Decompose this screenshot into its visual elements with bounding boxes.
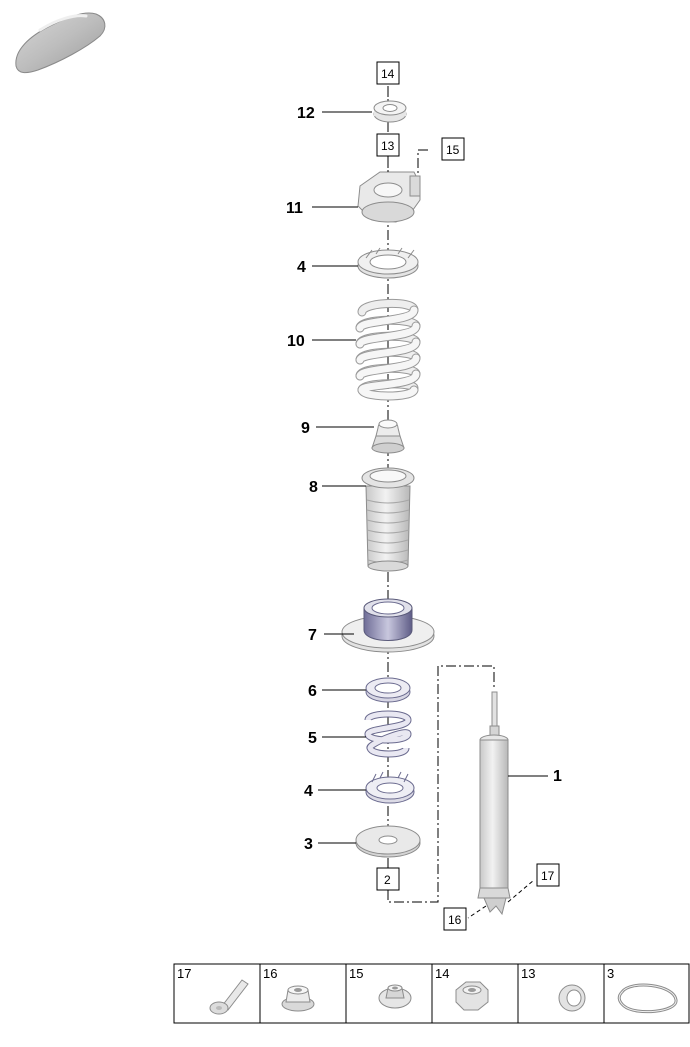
- ring-icon: [558, 984, 586, 1012]
- hex-nut-icon: [455, 981, 489, 1011]
- callout-11: 11: [286, 200, 303, 217]
- part-1-shock-absorber: [477, 691, 511, 916]
- part-3-washer: [355, 825, 421, 858]
- callout-7: 7: [308, 627, 317, 644]
- bolt-icon: [209, 979, 249, 1015]
- parts-table: 17 16 15 14 13 3: [173, 963, 690, 1024]
- car-silhouette-icon: [15, 12, 106, 74]
- table-cell-number: 15: [349, 966, 363, 981]
- leader-lines: [312, 111, 548, 844]
- boxed-ref-14: 14: [381, 67, 395, 81]
- callout-labels: 1 3 4 4 5 6 7 8 9 10 11 12: [286, 105, 562, 853]
- table-cell-number: 14: [435, 966, 449, 981]
- part-9-bump-stop: [371, 419, 405, 454]
- table-cell-number: 3: [607, 966, 614, 981]
- part-4-upper-spring-seat: [357, 247, 419, 279]
- callout-12: 12: [297, 105, 315, 122]
- retaining-ring-icon: [617, 983, 678, 1014]
- washer-nut-icon: [378, 984, 412, 1009]
- boxed-ref-15: 15: [446, 143, 460, 157]
- table-cell-number: 13: [521, 966, 535, 981]
- boxed-reference-labels: 14 13 15 2 16 17: [381, 67, 555, 927]
- callout-9: 9: [301, 420, 310, 437]
- part-10-coil-spring: [355, 298, 421, 401]
- boxed-ref-17: 17: [541, 869, 555, 883]
- flange-nut-icon: [281, 985, 315, 1012]
- callout-10: 10: [287, 333, 305, 350]
- callout-4-lower: 4: [304, 783, 313, 800]
- table-cell-number: 17: [177, 966, 191, 981]
- callout-1: 1: [553, 768, 562, 785]
- part-11-top-mount: [357, 171, 421, 223]
- boxed-ref-2: 2: [384, 873, 391, 887]
- part-4-lower-spring-seat: [365, 771, 415, 804]
- dashed-box-leaders: [387, 86, 535, 919]
- boxed-ref-16: 16: [448, 913, 462, 927]
- part-12-top-bushing: [373, 100, 407, 123]
- callout-5: 5: [308, 730, 317, 747]
- table-cell-number: 16: [263, 966, 277, 981]
- callout-8: 8: [309, 479, 318, 496]
- part-8-dust-boot: [361, 467, 415, 572]
- shock-reference-line: [387, 149, 495, 903]
- callout-3: 3: [304, 836, 313, 853]
- boxed-ref-13: 13: [381, 139, 395, 153]
- callout-6: 6: [308, 683, 317, 700]
- boxed-references: [376, 61, 560, 931]
- part-6-ring: [365, 677, 411, 703]
- callout-4-upper: 4: [297, 259, 306, 276]
- part-5-helper-spring: [364, 710, 412, 758]
- part-7-spring-pad: [341, 598, 435, 653]
